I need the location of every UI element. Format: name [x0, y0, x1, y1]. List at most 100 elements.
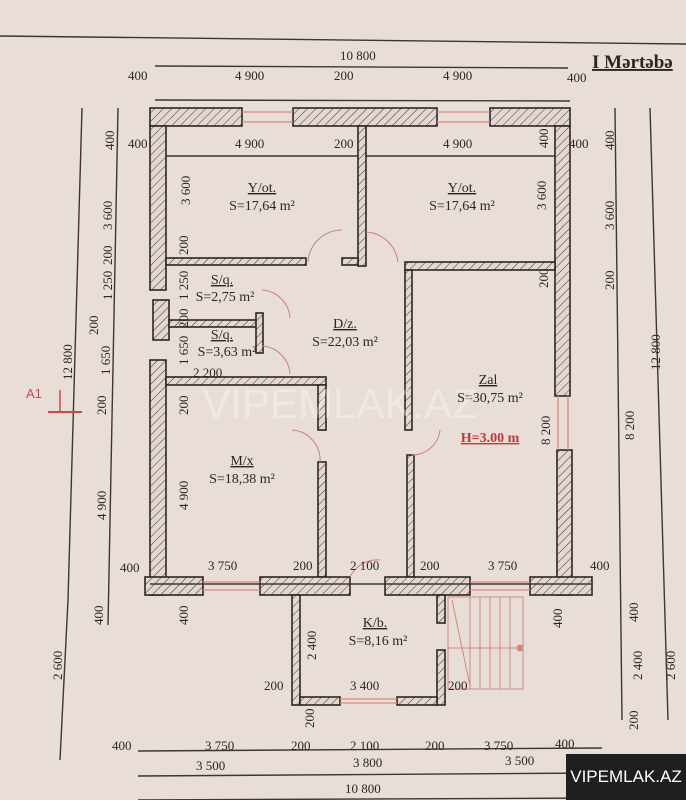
dim: 200 [334, 68, 354, 83]
dim: 4 900 [443, 136, 472, 151]
dim: 400 [128, 136, 148, 151]
room-dahliz: D/z. S=22,03 m² [312, 317, 378, 350]
room-area: S=8,16 m² [349, 634, 408, 649]
room-sq-1: S/q. S=2,75 m² [196, 273, 255, 305]
dim: 4 900 [235, 136, 264, 151]
dim: 400 [626, 603, 641, 623]
room-area: S=22,03 m² [312, 335, 378, 350]
dim: 200 [448, 678, 468, 693]
doors [261, 229, 441, 578]
left-dimensions: 12 800 400 3 600 200 1 250 200 1 650 200… [26, 107, 119, 761]
dim: 3 600 [100, 201, 115, 230]
dim: 1 650 [176, 336, 191, 365]
room-name: S/q. [211, 273, 233, 288]
dim: 200 [176, 396, 191, 416]
dim-overall-height: 12 800 [60, 344, 75, 380]
dim: 200 [425, 738, 445, 753]
dim: 3 750 [484, 738, 513, 753]
dim: 400 [569, 136, 589, 151]
dim: 400 [128, 68, 148, 83]
dim: 3 750 [488, 558, 517, 573]
room-name: S/q. [211, 328, 233, 343]
dim: 3 500 [505, 753, 534, 768]
dim: 3 600 [534, 181, 549, 210]
dim: 200 [334, 136, 354, 151]
room-name: D/z. [333, 317, 357, 332]
room-name: Y/ot. [248, 181, 276, 196]
room-area: S=17,64 m² [429, 199, 495, 214]
room-kb: K/b. S=8,16 m² [349, 616, 408, 649]
bottom-dimensions: 400 3 750 200 2 100 200 3 750 400 3 500 … [112, 736, 603, 800]
dim: 200 [264, 678, 284, 693]
dim-overall-width: 10 800 [340, 48, 376, 63]
dim: 200 [176, 236, 191, 256]
dim: 400 [176, 606, 191, 626]
dim: 3 600 [178, 176, 193, 205]
dim: 10 800 [345, 781, 381, 796]
dim: 200 [293, 558, 313, 573]
room-name: K/b. [363, 616, 388, 631]
right-dimensions: 400 3 600 200 8 200 400 2 400 200 12 800… [602, 107, 678, 731]
room-name: Y/ot. [448, 181, 476, 196]
dim: 200 [302, 709, 317, 729]
dim: 400 [555, 736, 575, 751]
dim: 2 600 [663, 651, 678, 680]
room-name: M/x [230, 454, 253, 469]
dim: 400 [567, 70, 587, 85]
dim: 4 900 [443, 68, 472, 83]
dim: 200 [291, 738, 311, 753]
sheet-border [0, 35, 686, 45]
dim: 3 500 [196, 758, 225, 773]
dim: 200 [94, 396, 109, 416]
dim: 3 400 [350, 678, 379, 693]
dim: 12 800 [648, 334, 663, 370]
dim: 400 [91, 606, 106, 626]
floor-title: I Mərtəbə [592, 52, 673, 73]
room-area: S=17,64 m² [229, 199, 295, 214]
room-area: S=3,63 m² [198, 345, 257, 360]
inner-dimensions: 3 600 200 1 250 200 1 650 2 200 200 4 90… [120, 129, 610, 729]
room-area: S=18,38 m² [209, 472, 275, 487]
dim: 4 900 [94, 491, 109, 520]
dim: 8 200 [538, 416, 553, 445]
dim: 2 400 [304, 631, 319, 660]
walls [144, 107, 593, 706]
room-metbex: M/x S=18,38 m² [209, 454, 275, 487]
dim: 1 250 [100, 271, 115, 300]
section-mark: A1 [26, 386, 42, 401]
room-name: Zal [479, 373, 498, 388]
room-area: S=2,75 m² [196, 290, 255, 305]
dim: 200 [602, 271, 617, 291]
dim: 200 [86, 316, 101, 336]
ceiling-height: H=3.00 m [461, 431, 520, 446]
dim: 200 [420, 558, 440, 573]
dim: 4 900 [235, 68, 264, 83]
dim: 2 600 [50, 651, 65, 680]
dim: 2 100 [350, 558, 379, 573]
dim: 200 [626, 711, 641, 731]
room-yotaq-1: Y/ot. S=17,64 m² [229, 181, 295, 214]
dim: 1 650 [98, 346, 113, 375]
dim: 400 [120, 560, 140, 575]
dim: 400 [102, 131, 117, 151]
room-sq-2: S/q. S=3,63 m² [198, 328, 257, 360]
dim: 200 [176, 309, 191, 329]
room-yotaq-2: Y/ot. S=17,64 m² [429, 181, 495, 214]
dim: 400 [602, 131, 617, 151]
stairs [447, 596, 524, 690]
dim: 200 [100, 246, 115, 266]
room-area: S=30,75 m² [457, 391, 523, 406]
dim: 200 [536, 269, 551, 289]
dim: 2 400 [630, 651, 645, 680]
dim: 400 [112, 738, 132, 753]
dim: 2 200 [193, 365, 222, 380]
watermark: VIPEMLAK.AZ [202, 380, 477, 427]
dim: 3 750 [205, 738, 234, 753]
dim: 400 [590, 558, 610, 573]
room-zal: Zal S=30,75 m² H=3.00 m [457, 373, 523, 446]
dim: 3 600 [602, 201, 617, 230]
dim: 2 100 [350, 738, 379, 753]
dim: 4 900 [176, 481, 191, 510]
dim: 3 800 [353, 755, 382, 770]
dim: 400 [550, 609, 565, 629]
